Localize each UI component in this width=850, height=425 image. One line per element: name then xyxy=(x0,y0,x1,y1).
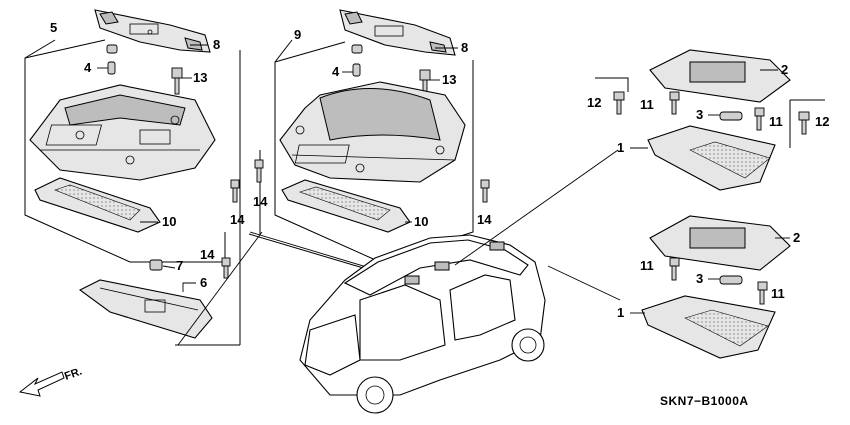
callout-10-left: 10 xyxy=(162,214,176,229)
callout-9: 9 xyxy=(294,27,301,42)
arrow-icon xyxy=(18,371,65,397)
roof-console-housing xyxy=(279,81,466,183)
callout-2-upper: 2 xyxy=(781,62,788,77)
callout-12-right: 12 xyxy=(815,114,829,129)
lens-part-10-right xyxy=(281,179,411,233)
callout-12-left: 12 xyxy=(587,95,601,110)
callout-3-lower: 3 xyxy=(696,271,703,286)
callout-5: 5 xyxy=(50,20,57,35)
bolt-part-13-left xyxy=(171,67,183,95)
screw-part-14-left-b xyxy=(221,257,231,279)
callout-11-lower-b: 11 xyxy=(771,286,785,301)
bolt-part-11-b xyxy=(754,107,765,131)
callout-8-right: 8 xyxy=(461,40,468,55)
callout-1-upper: 1 xyxy=(617,140,624,155)
bolt-part-11-a xyxy=(669,91,680,115)
clip-part-7 xyxy=(149,259,163,271)
map-light-assembly-upper xyxy=(595,49,825,191)
callout-13-left: 13 xyxy=(193,70,207,85)
bolt-part-11-c xyxy=(669,257,680,281)
clip-part-4-right xyxy=(351,44,363,77)
bracket-part-8-left xyxy=(94,9,211,53)
callout-14-mid-b: 14 xyxy=(477,212,492,227)
screw-part-14-mid-b xyxy=(480,179,490,203)
bracket-part-8-right xyxy=(339,9,456,56)
front-label: FR. xyxy=(63,365,84,382)
dome-light-assembly-lower xyxy=(641,215,791,359)
console-housing-left xyxy=(29,84,216,181)
roof-console-assembly-group xyxy=(248,9,490,271)
group-5-frame xyxy=(24,39,131,263)
callout-8-left: 8 xyxy=(213,37,220,52)
front-console-assembly-group xyxy=(24,9,241,346)
bolt-part-11-d xyxy=(757,281,768,305)
bolt-part-12-a xyxy=(613,91,625,115)
leader-lines xyxy=(97,44,790,314)
callout-7: 7 xyxy=(176,258,183,273)
callout-14-mid-a: 14 xyxy=(253,194,268,209)
diagram-code: SKN7−B1000A xyxy=(660,394,749,408)
lens-part-10-left xyxy=(34,177,161,233)
callout-2-lower: 2 xyxy=(793,230,800,245)
callout-14-left-a: 14 xyxy=(230,212,245,227)
clip-part-4-left xyxy=(106,44,118,75)
callout-3-upper: 3 xyxy=(696,107,703,122)
callout-11-lower-a: 11 xyxy=(640,258,654,273)
callout-1-lower: 1 xyxy=(617,305,624,320)
front-direction-arrow: FR. xyxy=(18,365,84,397)
sunglass-holder-part-6 xyxy=(78,279,213,339)
callout-labels: 5 8 4 13 14 10 14 7 6 9 8 4 13 14 10 14 … xyxy=(50,20,829,320)
vehicle-illustration xyxy=(299,234,546,414)
callout-4-left: 4 xyxy=(84,60,92,75)
screw-part-14-mid-a xyxy=(254,159,264,183)
callout-11-upper-a: 11 xyxy=(640,97,654,112)
screw-part-14-left-a xyxy=(230,179,240,203)
callout-14-left-b: 14 xyxy=(200,247,215,262)
callout-10-right: 10 xyxy=(414,214,428,229)
bolt-part-12-b xyxy=(798,111,810,135)
callout-13-right: 13 xyxy=(442,72,456,87)
callout-6: 6 xyxy=(200,275,207,290)
callout-11-upper-b: 11 xyxy=(769,114,783,129)
callout-4-right: 4 xyxy=(332,64,340,79)
